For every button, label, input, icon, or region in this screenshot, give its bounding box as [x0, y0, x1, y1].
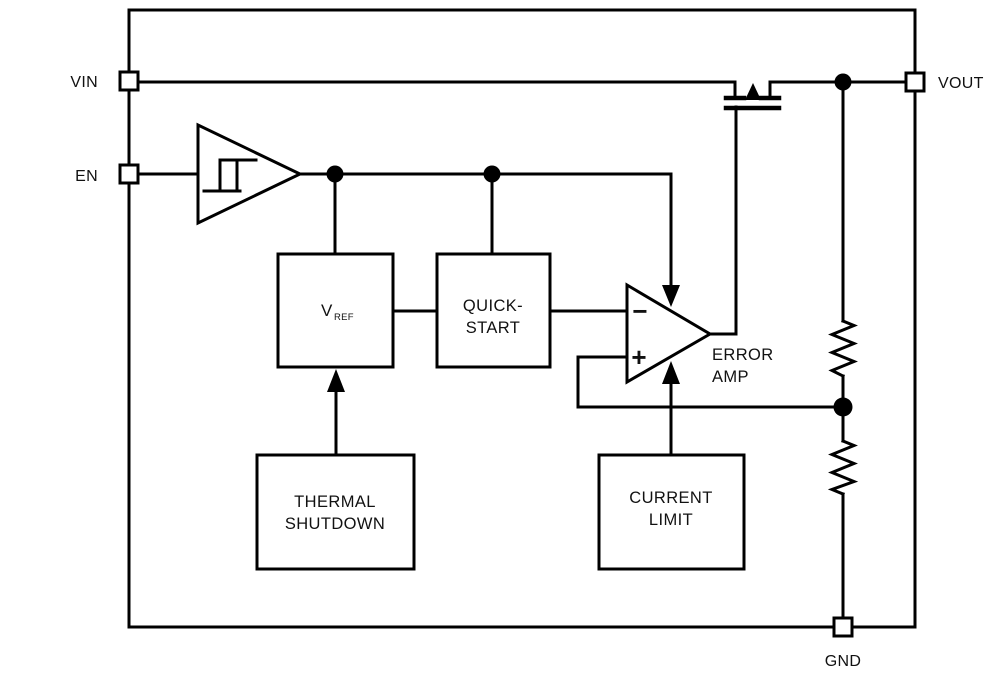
- quick-start-label-line1: QUICK-: [463, 297, 523, 315]
- pmos-body-arrow-icon: [745, 83, 761, 100]
- vin-pin: [118, 70, 140, 92]
- vref-block: [276, 252, 395, 369]
- junction-dot-vout: [834, 73, 852, 91]
- current-limit-label-line1: CURRENT: [629, 489, 712, 507]
- junction-dot-feedback: [833, 397, 853, 417]
- thermal-shutdown-block: [255, 453, 416, 571]
- resistor-bottom-icon: [827, 439, 859, 496]
- comparator-triangle: [196, 122, 304, 226]
- quick-start-block: [435, 252, 552, 369]
- vref-block-label: V: [321, 301, 333, 320]
- thermal-shutdown-label-line1: THERMAL: [294, 493, 376, 511]
- error-amp-label-line1: ERROR: [712, 346, 774, 364]
- enable-arrowhead-icon: [662, 285, 680, 307]
- thermal-arrowhead-icon: [327, 369, 345, 392]
- junction-dot-enable-vref: [326, 165, 344, 183]
- gnd-pin-label: GND: [825, 653, 861, 670]
- hysteresis-comparator-icon: [196, 122, 304, 226]
- resistor-top-icon: [828, 319, 858, 379]
- error-amp-triangle: [625, 282, 713, 385]
- current-limit-label-line2: LIMIT: [649, 511, 693, 529]
- vin-pin-label: VIN: [70, 74, 98, 91]
- feedback-to-noninverting-wire: [576, 355, 845, 409]
- error-amp-label-line2: AMP: [712, 368, 749, 386]
- currentlimit-arrowhead-icon: [662, 361, 680, 384]
- en-pin: [118, 163, 140, 185]
- inverting-input-icon: −: [632, 296, 647, 326]
- thermal-shutdown-label-line2: SHUTDOWN: [285, 515, 385, 533]
- quick-start-label-line2: START: [466, 319, 521, 337]
- vout-pin: [904, 71, 926, 93]
- noninverting-input-icon: +: [631, 342, 646, 372]
- vref-block-subscript: REF: [334, 312, 354, 323]
- junction-dot-enable-quickstart: [483, 165, 501, 183]
- erroramp-to-gate-wire: [708, 105, 738, 336]
- vout-pin-label: VOUT: [938, 75, 984, 92]
- current-limit-block: [597, 453, 746, 571]
- en-pin-label: EN: [75, 168, 98, 185]
- enable-bus-wire: [298, 172, 673, 289]
- gnd-pin: [832, 616, 854, 638]
- pmos-transistor-icon: [723, 80, 782, 111]
